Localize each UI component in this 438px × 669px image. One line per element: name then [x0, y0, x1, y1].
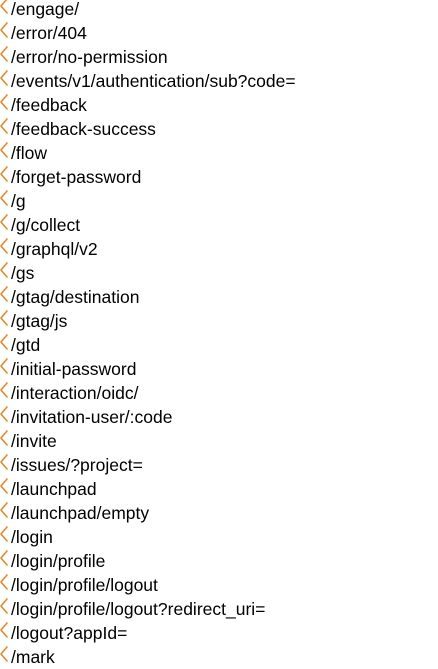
angle-bracket-icon: [0, 549, 8, 573]
route-list-item[interactable]: /feedback-success: [0, 117, 438, 141]
route-list-item[interactable]: /flow: [0, 141, 438, 165]
angle-bracket-icon: [0, 141, 8, 165]
route-path-label: /launchpad: [11, 479, 97, 499]
route-path-label: /graphql/v2: [11, 239, 98, 259]
route-path-label: /invite: [11, 431, 57, 451]
angle-bracket-icon: [0, 381, 8, 405]
route-list-item[interactable]: /interaction/oidc/: [0, 381, 438, 405]
angle-bracket-icon: [0, 0, 8, 21]
route-path-label: /login/profile: [11, 551, 106, 571]
route-list-item[interactable]: /launchpad/empty: [0, 501, 438, 525]
angle-bracket-icon: [0, 69, 8, 93]
angle-bracket-icon: [0, 285, 8, 309]
route-path-label: /g: [11, 191, 26, 211]
angle-bracket-icon: [0, 525, 8, 549]
angle-bracket-icon: [0, 21, 8, 45]
route-path-label: /engage/: [11, 0, 80, 19]
route-list-item[interactable]: /login/profile/logout: [0, 573, 438, 597]
route-list-item[interactable]: /invite: [0, 429, 438, 453]
route-list-item[interactable]: /gs: [0, 261, 438, 285]
route-path-label: /login/profile/logout: [11, 575, 158, 595]
route-path-label: /events/v1/authentication/sub?code=: [11, 71, 296, 91]
angle-bracket-icon: [0, 333, 8, 357]
angle-bracket-icon: [0, 501, 8, 525]
route-path-label: /gtag/destination: [11, 287, 140, 307]
route-list-item[interactable]: /gtd: [0, 333, 438, 357]
route-list-item[interactable]: /launchpad: [0, 477, 438, 501]
route-list-item[interactable]: /graphql/v2: [0, 237, 438, 261]
route-path-label: /issues/?project=: [11, 455, 143, 475]
angle-bracket-icon: [0, 237, 8, 261]
route-path-label: /gs: [11, 263, 35, 283]
route-path-label: /feedback: [11, 95, 87, 115]
angle-bracket-icon: [0, 261, 8, 285]
angle-bracket-icon: [0, 45, 8, 69]
route-list-item[interactable]: /logout?appId=: [0, 621, 438, 645]
route-list-item[interactable]: /login/profile/logout?redirect_uri=: [0, 597, 438, 621]
route-path-label: /feedback-success: [11, 119, 156, 139]
route-list-item[interactable]: /g/collect: [0, 213, 438, 237]
route-list-item[interactable]: /feedback: [0, 93, 438, 117]
angle-bracket-icon: [0, 477, 8, 501]
route-list-item[interactable]: /forget-password: [0, 165, 438, 189]
angle-bracket-icon: [0, 189, 8, 213]
angle-bracket-icon: [0, 429, 8, 453]
route-path-label: /initial-password: [11, 359, 137, 379]
angle-bracket-icon: [0, 621, 8, 645]
route-path-label: /mark: [11, 647, 55, 667]
route-path-label: /interaction/oidc/: [11, 383, 139, 403]
route-path-label: /launchpad/empty: [11, 503, 150, 523]
route-list-item[interactable]: /initial-password: [0, 357, 438, 381]
route-path-label: /error/404: [11, 23, 87, 43]
route-path-label: /flow: [11, 143, 47, 163]
angle-bracket-icon: [0, 117, 8, 141]
route-list-item[interactable]: /g: [0, 189, 438, 213]
route-list-item[interactable]: /engage/: [0, 0, 438, 21]
route-path-label: /login/profile/logout?redirect_uri=: [11, 599, 266, 619]
angle-bracket-icon: [0, 213, 8, 237]
angle-bracket-icon: [0, 645, 8, 669]
route-list-item[interactable]: /gtag/destination: [0, 285, 438, 309]
route-list-item[interactable]: /issues/?project=: [0, 453, 438, 477]
route-list-item[interactable]: /error/404: [0, 21, 438, 45]
route-list-item[interactable]: /login: [0, 525, 438, 549]
route-list-item[interactable]: /invitation-user/:code: [0, 405, 438, 429]
route-path-label: /g/collect: [11, 215, 81, 235]
angle-bracket-icon: [0, 573, 8, 597]
route-list-item[interactable]: /login/profile: [0, 549, 438, 573]
angle-bracket-icon: [0, 405, 8, 429]
route-path-label: /invitation-user/:code: [11, 407, 173, 427]
route-path-label: /gtag/js: [11, 311, 68, 331]
angle-bracket-icon: [0, 309, 8, 333]
route-list-item[interactable]: /error/no-permission: [0, 45, 438, 69]
angle-bracket-icon: [0, 93, 8, 117]
route-path-label: /error/no-permission: [11, 47, 168, 67]
angle-bracket-icon: [0, 597, 8, 621]
route-path-label: /login: [11, 527, 53, 547]
route-path-label: /forget-password: [11, 167, 142, 187]
route-path-label: /gtd: [11, 335, 41, 355]
route-list-item[interactable]: /gtag/js: [0, 309, 438, 333]
angle-bracket-icon: [0, 165, 8, 189]
angle-bracket-icon: [0, 453, 8, 477]
route-list-item[interactable]: /events/v1/authentication/sub?code=: [0, 69, 438, 93]
route-path-label: /logout?appId=: [11, 623, 128, 643]
angle-bracket-icon: [0, 357, 8, 381]
route-list-item[interactable]: /mark: [0, 645, 438, 669]
